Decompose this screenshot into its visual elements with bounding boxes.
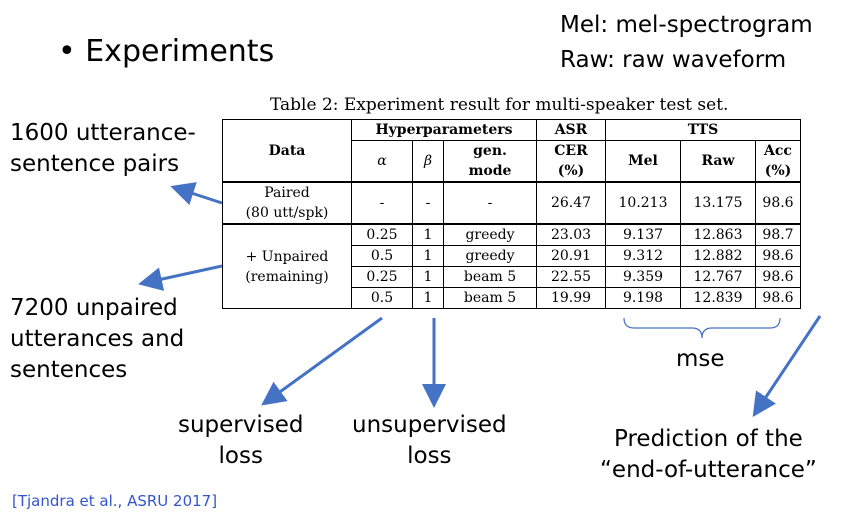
header-alpha: α	[351, 140, 413, 183]
note-mse: mse	[676, 346, 725, 372]
header-tts: TTS	[605, 119, 801, 141]
table-caption: Table 2: Experiment result for multi-spe…	[270, 95, 729, 115]
header-raw: Raw	[680, 140, 756, 183]
note-paired-data: 1600 utterance-sentence pairs	[10, 120, 196, 177]
cell: -	[443, 181, 537, 225]
row-label-unpaired: + Unpaired(remaining)	[222, 223, 352, 309]
cell: beam 5	[443, 266, 537, 288]
cell: 98.7	[755, 223, 801, 246]
table-row: 0.5 1 greedy 20.91 9.312 12.882 98.6	[223, 245, 801, 267]
table-row: + Unpaired(remaining) 0.25 1 greedy 23.0…	[222, 223, 801, 309]
legend-raw: Raw: raw waveform	[560, 47, 787, 73]
cell: 98.6	[755, 266, 801, 288]
arrow-end-of-utterance	[752, 315, 822, 417]
cell: 19.99	[536, 287, 606, 309]
header-acc: Acc(%)	[755, 140, 801, 183]
header-beta: β	[412, 140, 444, 183]
cell: 26.47	[536, 181, 606, 225]
cell: beam 5	[443, 287, 537, 309]
slide-bullet: • Experiments	[58, 34, 275, 69]
arrow-paired	[170, 182, 223, 205]
note-end-of-utterance: Prediction of the“end-of-utterance”	[600, 426, 817, 483]
cell: 9.137	[605, 223, 681, 246]
table-row-paired: Paired(80 utt/spk) - - - 26.47 10.213 13…	[222, 181, 801, 225]
header-hyperparameters: Hyperparameters	[351, 119, 537, 141]
cell: 98.6	[755, 181, 801, 225]
cell: 20.91	[536, 245, 606, 267]
cell: 9.198	[605, 287, 681, 309]
cell: 12.839	[680, 287, 756, 309]
citation: [Tjandra et al., ASRU 2017]	[12, 492, 218, 510]
arrow-unpaired	[138, 264, 223, 291]
results-table: Data Hyperparameters ASR TTS α β gen.mod…	[222, 119, 801, 309]
mse-brace	[623, 317, 781, 339]
table-row: 0.5 1 beam 5 19.99 9.198 12.839 98.6	[223, 287, 801, 309]
cell: 10.213	[605, 181, 681, 225]
header-cer: CER(%)	[536, 140, 606, 183]
header-mel: Mel	[605, 140, 681, 183]
legend-mel: Mel: mel-spectrogram	[560, 12, 813, 38]
cell: 1	[412, 287, 444, 309]
arrow-supervised	[261, 316, 383, 406]
cell: 12.882	[680, 245, 756, 267]
row-label-paired: Paired(80 utt/spk)	[222, 181, 352, 225]
cell: 98.6	[755, 287, 801, 309]
